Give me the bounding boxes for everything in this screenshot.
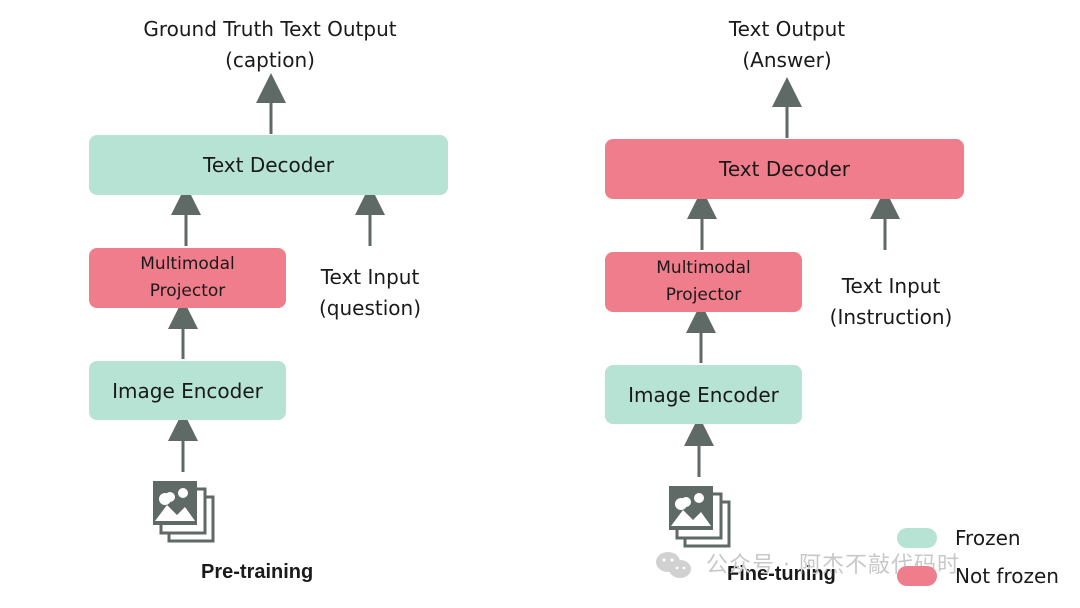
image-encoder-label: Image Encoder — [112, 378, 263, 403]
multimodal-projector-box: Multimodal Projector — [89, 248, 286, 308]
text-decoder-label: Text Decoder — [719, 157, 850, 181]
projector-line-2: Projector — [149, 281, 226, 301]
projector-line-1: Multimodal — [656, 258, 751, 278]
wechat-icon — [656, 552, 691, 578]
legend-not-frozen-swatch — [897, 566, 937, 586]
image-stack-icon — [153, 481, 215, 543]
output-line-2: (Answer) — [742, 48, 832, 72]
text-decoder-box: Text Decoder — [89, 135, 448, 195]
projector-line-2: Projector — [665, 285, 742, 305]
finetuning-text-input-label: Text Input (Instruction) — [816, 271, 966, 333]
text-input-line-1: Text Input — [841, 274, 941, 298]
pretraining-output-label: Ground Truth Text Output (caption) — [120, 14, 420, 76]
output-line-2: (caption) — [225, 48, 315, 72]
text-decoder-box: Text Decoder — [605, 139, 964, 199]
legend-frozen-swatch — [897, 528, 937, 548]
text-input-line-2: (Instruction) — [829, 305, 953, 329]
output-line-1: Ground Truth Text Output — [143, 17, 397, 41]
text-input-line-2: (question) — [318, 296, 421, 320]
finetuning-caption: Fine-tuning — [727, 563, 836, 585]
image-stack-icon — [669, 486, 731, 548]
finetuning-output-label: Text Output (Answer) — [687, 14, 887, 76]
image-encoder-box: Image Encoder — [89, 361, 286, 420]
text-decoder-label: Text Decoder — [203, 153, 334, 177]
pretraining-text-input-label: Text Input (question) — [300, 262, 440, 324]
image-encoder-box: Image Encoder — [605, 365, 802, 424]
text-input-line-1: Text Input — [320, 265, 420, 289]
legend-frozen-label: Frozen — [955, 526, 1021, 550]
projector-line-1: Multimodal — [140, 254, 235, 274]
multimodal-projector-box: Multimodal Projector — [605, 252, 802, 312]
pretraining-caption: Pre-training — [201, 561, 314, 583]
legend-not-frozen-label: Not frozen — [955, 564, 1059, 588]
output-line-1: Text Output — [728, 17, 846, 41]
image-encoder-label: Image Encoder — [628, 382, 779, 407]
